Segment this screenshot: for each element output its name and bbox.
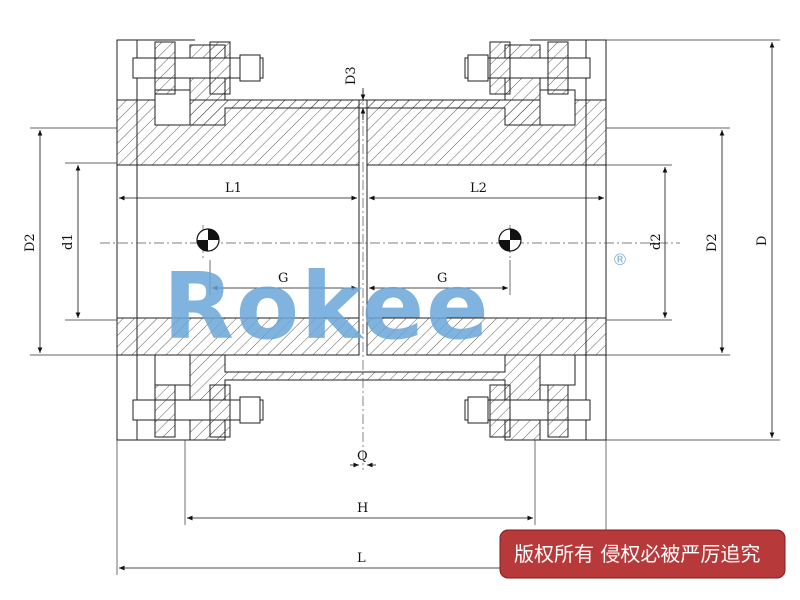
label-L: L	[357, 551, 366, 566]
left-hub-top	[116, 99, 360, 166]
label-D: D	[755, 236, 770, 246]
right-hub-bottom	[366, 317, 607, 356]
center-of-mass-left-icon	[196, 228, 220, 252]
registered-mark: ®	[612, 250, 628, 269]
label-D2-right: D2	[705, 233, 720, 252]
center-of-mass-right-icon	[498, 228, 522, 252]
bolt-bottom-left	[132, 384, 264, 438]
rokee-logo: Rokee ®	[163, 250, 628, 360]
label-d2: d2	[649, 233, 664, 250]
label-d1: d1	[61, 233, 76, 250]
right-flange	[530, 39, 607, 441]
label-H: H	[357, 501, 368, 516]
spacer-top	[154, 44, 576, 126]
label-Q: Q	[357, 449, 368, 464]
logo-text: Rokee	[163, 253, 491, 360]
extension-lines	[30, 39, 780, 575]
bolt-bottom-right	[464, 384, 591, 438]
copyright-text: 版权所有 侵权必被严厉追究	[514, 542, 760, 566]
dimension-lines	[37, 42, 775, 571]
label-L2: L2	[470, 181, 487, 196]
bolt-top-right	[464, 41, 591, 95]
left-flange	[116, 39, 195, 441]
label-D3: D3	[344, 66, 359, 85]
spacer-bottom	[154, 354, 576, 441]
bolt-top-left	[132, 41, 264, 95]
label-G-right: G	[437, 271, 447, 286]
copyright-watermark: 版权所有 侵权必被严厉追究	[499, 529, 786, 579]
label-G-left: G	[278, 271, 288, 286]
label-L1: L1	[225, 181, 242, 196]
label-D2-left: D2	[23, 233, 38, 252]
left-hub-bottom	[116, 317, 360, 356]
